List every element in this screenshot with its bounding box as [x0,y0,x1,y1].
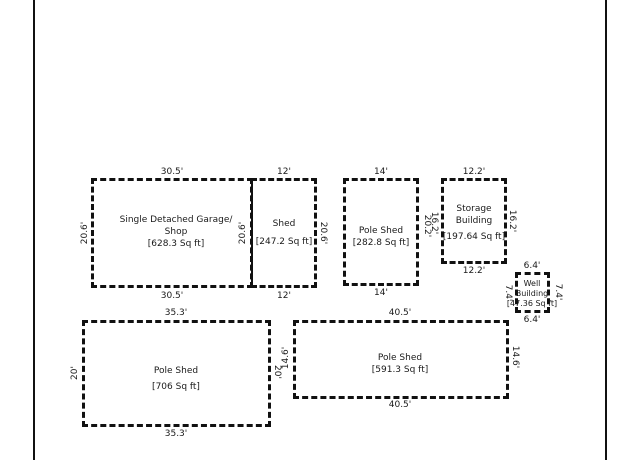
shed-label: Shed [247.2 Sq ft] [256,218,312,248]
garage-dim-right: 20.6' [238,221,248,245]
garage-name-line2: Shop [164,227,188,237]
pole-shed-wide-label: Pole Shed [591.3 Sq ft] [372,352,428,376]
pole-shed-wide-name: Pole Shed [377,353,423,363]
pole-shed-wide-dim-right: 14.6' [510,345,520,369]
shed-name: Shed [272,219,296,229]
shed-area: [247.2 Sq ft] [255,237,313,247]
pole-shed-wide-outline [293,320,509,399]
shed-dim-right: 20.6' [318,221,328,245]
well-building-dim-bottom: 6.4' [523,315,541,325]
shed-dim-bottom: 12' [277,291,291,301]
pole-shed-small-dim-bottom: 14' [374,288,388,298]
pole-shed-small-area: [282.8 Sq ft] [352,238,410,248]
well-building-dim-top: 6.4' [523,261,541,271]
garage-outline [91,178,253,288]
pole-shed-small-name: Pole Shed [358,226,404,236]
pole-shed-small-label: Pole Shed [282.8 Sq ft] [353,225,409,249]
well-building-dim-left: 7.4' [503,284,513,302]
storage-building-dim-top: 12.2' [462,167,486,177]
pole-shed-large-dim-top: 35.3' [164,308,188,318]
well-building-name-line2: Building [515,289,549,298]
storage-building-dim-bottom: 12.2' [462,266,486,276]
well-building-dim-right: 7.4' [553,283,563,301]
pole-shed-large-outline [82,320,271,427]
shed-outline [251,178,317,288]
garage-dim-left: 20.6' [80,221,90,245]
pole-shed-wide-dim-bottom: 40.5' [388,400,412,410]
page-border-left [33,0,35,460]
garage-label: Single Detached Garage/ Shop [628.3 Sq f… [120,214,233,250]
storage-building-outline [441,178,507,264]
well-building-name-line1: Well [523,279,541,288]
pole-shed-wide-dim-top: 40.5' [388,308,412,318]
storage-building-name-line2: Building [455,216,493,226]
pole-shed-wide-area: [591.3 Sq ft] [371,365,429,375]
storage-building-name-line1: Storage [456,204,492,214]
storage-building-label: Storage Building [197.64 Sq ft] [443,203,505,243]
well-building-area: [47.36 Sq ft] [506,299,558,308]
pole-shed-large-name: Pole Shed [153,366,199,376]
shed-dim-top: 12' [277,167,291,177]
well-building-label: Well Building [47.36 Sq ft] [507,279,557,309]
storage-building-dim-left: 16.2' [429,211,439,235]
pole-shed-large-dim-left: 20' [70,366,80,380]
pole-shed-small-outline [343,178,419,286]
pole-shed-large-label: Pole Shed [706 Sq ft] [152,365,200,393]
pole-shed-large-area: [706 Sq ft] [152,382,200,392]
garage-dim-bottom: 30.5' [160,291,184,301]
garage-area: [628.3 Sq ft] [147,239,205,249]
well-building-outline [515,272,550,313]
storage-building-area: [197.64 Sq ft] [442,232,506,242]
garage-name-line1: Single Detached Garage/ [119,215,233,225]
pole-shed-small-dim-top: 14' [374,167,388,177]
page-border-right [605,0,607,460]
garage-dim-top: 30.5' [160,167,184,177]
pole-shed-wide-dim-left: 14.6' [281,346,291,370]
pole-shed-large-dim-bottom: 35.3' [164,429,188,439]
storage-building-dim-right: 16.2' [507,209,517,233]
